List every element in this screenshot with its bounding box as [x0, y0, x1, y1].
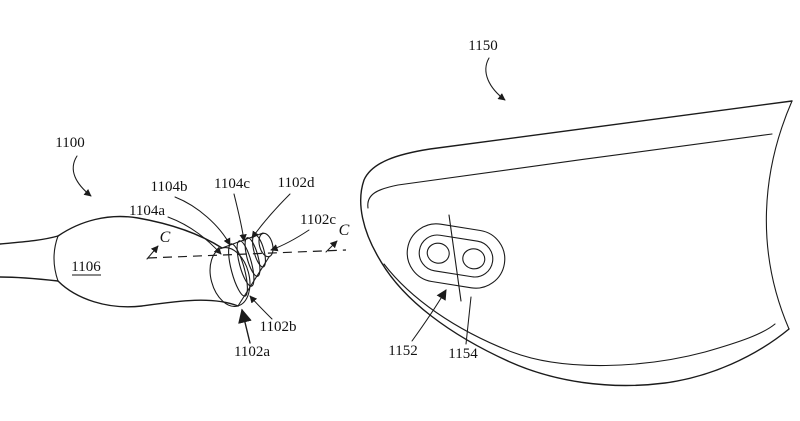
- contact-ring-1104b: [236, 240, 255, 287]
- label-1150: 1150: [468, 38, 497, 54]
- label-1104b: 1104b: [151, 179, 188, 195]
- label-1102b: 1102b: [260, 319, 297, 335]
- label-1102c: 1102c: [300, 212, 336, 228]
- connector-body-top-edge: [57, 215, 223, 249]
- receptacle-inner-recess: [418, 234, 494, 278]
- label-1104a: 1104a: [129, 203, 165, 219]
- tip-cone-bottom-edge: [237, 256, 270, 307]
- cable-body-junction-seam: [53, 235, 59, 282]
- label-1106: 1106: [71, 259, 101, 275]
- cable-top-edge: [0, 235, 59, 245]
- label-1102d: 1102d: [278, 175, 315, 191]
- leader-1102d: [251, 193, 291, 239]
- label-1154: 1154: [448, 346, 478, 362]
- section-letter-right: C: [339, 222, 350, 239]
- leader-1102b: [249, 295, 273, 320]
- leader-1100: [72, 155, 92, 197]
- label-1102a: 1102a: [234, 344, 270, 360]
- device-break-edge: [765, 100, 793, 330]
- tip-cone-top-edge: [221, 232, 264, 249]
- device-top-bevel-contour: [367, 133, 773, 209]
- leader-1102a: [238, 308, 252, 344]
- receptacle-outer-opening: [406, 223, 506, 289]
- leader-1104c: [233, 193, 247, 242]
- label-1100: 1100: [55, 135, 84, 151]
- cable-bottom-edge: [0, 276, 59, 282]
- device-outline: [360, 100, 793, 387]
- leader-1104a: [167, 216, 222, 255]
- device-leader-lines: [411, 57, 506, 345]
- label-1152: 1152: [388, 343, 417, 359]
- device-corner-figure: [360, 100, 793, 387]
- section-cut-dashed-line: [147, 249, 347, 259]
- device-labels: 1150 1152 1154: [388, 38, 497, 362]
- connector-tip-end-cap: [258, 232, 274, 258]
- device-bottom-bevel-contour: [383, 263, 776, 367]
- housing-seam-line: [448, 214, 462, 302]
- section-letter-left: C: [160, 229, 171, 246]
- connector-leader-lines: [72, 155, 310, 344]
- label-1104c: 1104c: [214, 176, 250, 192]
- section-arrow-right: [325, 240, 338, 253]
- receptacle-contact-right: [462, 248, 486, 270]
- cable-connector-figure: [0, 215, 274, 308]
- receptacle-contact-left: [426, 242, 450, 264]
- connector-body-bottom-edge: [57, 280, 239, 308]
- leader-1104b: [174, 196, 231, 246]
- leader-1152: [411, 289, 447, 342]
- leader-1154: [465, 296, 472, 345]
- leader-1150: [485, 57, 506, 101]
- contact-ring-1104a: [228, 243, 248, 297]
- connector-labels: 1100 1106 1104b 1104c 1102d 1104a 1102c …: [55, 135, 336, 360]
- receptacle-group: [406, 223, 506, 289]
- section-arrow-left: [146, 245, 159, 260]
- leader-1102c: [270, 229, 310, 252]
- section-line-group: C C: [146, 222, 350, 260]
- contact-ring-1104c: [244, 237, 261, 277]
